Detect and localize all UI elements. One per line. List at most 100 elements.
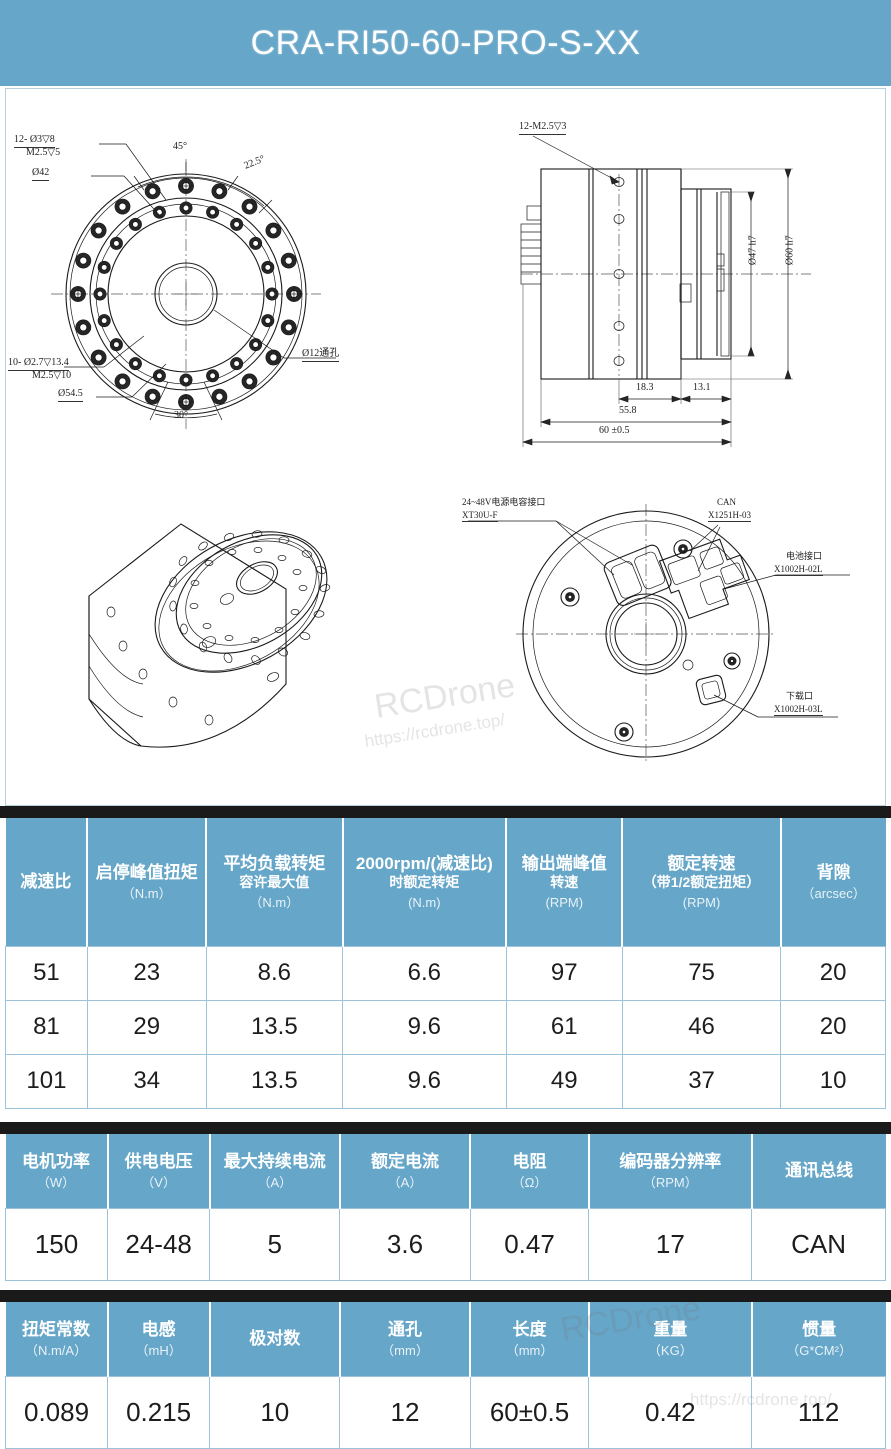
table-row: 101 34 13.5 9.6 49 37 10 bbox=[5, 1053, 886, 1109]
cell: 81 bbox=[5, 999, 88, 1055]
rear-view-svg bbox=[468, 504, 850, 764]
front-dim-12-thread: M2.5▽5 bbox=[26, 147, 61, 158]
front-angle-45: 45° bbox=[173, 141, 187, 152]
reduction-performance-table: 减速比 启停峰值扭矩 （N.m） 平均负载转矩 容许最大值 （N.m） 2000… bbox=[5, 818, 886, 1109]
rear-label-battery: 电池接口 bbox=[786, 551, 823, 561]
side-section-view: 12-M2.5▽3 Ø47 h7 Ø60 h7 18.3 13.1 55.8 6… bbox=[511, 114, 881, 454]
cell: 46 bbox=[621, 999, 782, 1055]
rear-part-download: X1002H-03L bbox=[774, 704, 823, 717]
cell: 12 bbox=[339, 1375, 471, 1449]
cell: 61 bbox=[505, 999, 623, 1055]
front-dim-through-hole: Ø12通孔 bbox=[302, 348, 340, 362]
front-dim-10-holes: 10- Ø2.7▽13.4 bbox=[8, 357, 69, 371]
th-motor-power: 电机功率 （W） bbox=[5, 1134, 109, 1208]
front-dim-10-thread: M2.5▽10 bbox=[32, 370, 72, 381]
cell: 97 bbox=[505, 945, 623, 1001]
rear-part-power: XT30U-F bbox=[462, 510, 498, 523]
th-rated-current: 额定电流 （A） bbox=[338, 1134, 472, 1208]
mechanical-constants-table: 扭矩常数 （N.m/A） 电感 （mH） 极对数 通孔 （mm） bbox=[4, 1302, 886, 1449]
cell: 34 bbox=[86, 1053, 207, 1109]
technical-drawing-panel: 12- Ø3▽8 M2.5▽5 Ø42 45° 22.5° 30° 10- Ø2… bbox=[5, 88, 886, 806]
cell: 0.215 bbox=[107, 1375, 211, 1449]
th-backlash: 背隙 （arcsec） bbox=[779, 818, 886, 946]
separator-bar-top bbox=[0, 806, 891, 818]
iso-view-svg bbox=[88, 523, 331, 748]
th-avg-load-torque: 平均负载转矩 容许最大值 （N.m） bbox=[205, 818, 344, 946]
cell: 6.6 bbox=[342, 945, 507, 1001]
cell: 29 bbox=[86, 999, 207, 1055]
cell: 150 bbox=[4, 1207, 109, 1281]
front-dim-12-holes: 12- Ø3▽8 bbox=[14, 134, 55, 148]
th-length: 长度 （mm） bbox=[469, 1302, 590, 1376]
rear-label-download: 下载口 bbox=[786, 691, 814, 701]
table-row: 81 29 13.5 9.6 61 46 20 bbox=[5, 999, 886, 1055]
cell: 49 bbox=[505, 1053, 623, 1109]
th-weight: 重量 （KG） bbox=[587, 1302, 753, 1376]
front-dim-dia54-5: Ø54.5 bbox=[58, 388, 83, 402]
cell: 13.5 bbox=[205, 1053, 344, 1109]
front-face-view: 12- Ø3▽8 M2.5▽5 Ø42 45° 22.5° 30° 10- Ø2… bbox=[8, 114, 356, 444]
th-through-hole: 通孔 （mm） bbox=[338, 1302, 472, 1376]
cell: 0.089 bbox=[4, 1375, 109, 1449]
table3-header-row: 扭矩常数 （N.m/A） 电感 （mH） 极对数 通孔 （mm） bbox=[5, 1302, 886, 1376]
th-rated-torque-2000rpm: 2000rpm/(减速比) 时额定转矩 (N.m) bbox=[341, 818, 508, 946]
motor-electrical-table: 电机功率 （W） 供电电压 （V） 最大持续电流 （A） 额定电流 （A） bbox=[4, 1134, 886, 1281]
cell: 17 bbox=[588, 1207, 753, 1281]
side-view-svg bbox=[520, 135, 811, 447]
cell: 9.6 bbox=[342, 999, 507, 1055]
cell: 112 bbox=[751, 1375, 886, 1449]
cell: 24-48 bbox=[107, 1207, 211, 1281]
th-max-continuous-current: 最大持续电流 （A） bbox=[208, 1134, 341, 1208]
table1-header-row: 减速比 启停峰值扭矩 （N.m） 平均负载转矩 容许最大值 （N.m） 2000… bbox=[5, 818, 886, 946]
rear-label-power: 24~48V电源电容接口 bbox=[462, 497, 546, 507]
side-dim-12-m25: 12-M2.5▽3 bbox=[519, 121, 567, 135]
th-output-peak-speed: 输出端峰值 转速 (RPM) bbox=[505, 818, 624, 946]
cell: 51 bbox=[5, 945, 88, 1001]
isometric-3d-view bbox=[81, 484, 361, 784]
product-title-bar: CRA-RI50-60-PRO-S-XX bbox=[0, 0, 891, 86]
front-dim-dia42: Ø42 bbox=[32, 167, 50, 181]
cell: 101 bbox=[5, 1053, 88, 1109]
table-row: 0.089 0.215 10 12 60±0.5 0.42 112 bbox=[4, 1375, 886, 1449]
cell: 10 bbox=[209, 1375, 341, 1449]
front-angle-30: 30° bbox=[174, 410, 188, 421]
cell: 5 bbox=[209, 1207, 341, 1281]
side-dim-60: 60 ±0.5 bbox=[599, 425, 630, 436]
rear-part-can: X1251H-03 bbox=[708, 510, 751, 523]
th-peak-torque: 启停峰值扭矩 （N.m） bbox=[86, 818, 208, 946]
cell: 23 bbox=[86, 945, 207, 1001]
cell: 13.5 bbox=[205, 999, 344, 1055]
cell: 9.6 bbox=[342, 1053, 507, 1109]
cell: 20 bbox=[780, 999, 886, 1055]
side-dim-13-1: 13.1 bbox=[693, 382, 711, 393]
separator-bar-mid bbox=[0, 1122, 891, 1134]
side-dim-55-8: 55.8 bbox=[619, 405, 637, 416]
cell: 37 bbox=[621, 1053, 782, 1109]
cell: CAN bbox=[751, 1207, 886, 1281]
cell: 10 bbox=[780, 1053, 886, 1109]
cell: 20 bbox=[780, 945, 886, 1001]
th-torque-constant: 扭矩常数 （N.m/A） bbox=[5, 1302, 109, 1376]
rear-part-battery: X1002H-02L bbox=[774, 564, 823, 577]
cell: 3.6 bbox=[339, 1207, 471, 1281]
side-dim-18-3: 18.3 bbox=[636, 382, 654, 393]
th-inductance: 电感 （mH） bbox=[106, 1302, 211, 1376]
th-resistance: 电阻 （Ω） bbox=[469, 1134, 590, 1208]
cell: 0.42 bbox=[588, 1375, 753, 1449]
cell: 75 bbox=[621, 945, 782, 1001]
table-row: 150 24-48 5 3.6 0.47 17 CAN bbox=[4, 1207, 886, 1281]
page-title: CRA-RI50-60-PRO-S-XX bbox=[250, 23, 641, 62]
side-dim-dia47: Ø47 h7 bbox=[747, 235, 759, 266]
front-view-svg bbox=[51, 143, 336, 429]
th-supply-voltage: 供电电压 （V） bbox=[106, 1134, 211, 1208]
th-pole-pairs: 极对数 bbox=[208, 1302, 341, 1376]
th-reduction-ratio: 减速比 bbox=[5, 818, 89, 946]
th-encoder-resolution: 编码器分辨率 （RPM） bbox=[587, 1134, 753, 1208]
rear-connector-view: 24~48V电源电容接口 XT30U-F CAN X1251H-03 电池接口 … bbox=[446, 479, 876, 789]
side-dim-dia60: Ø60 h7 bbox=[784, 235, 796, 266]
th-inertia: 惯量 （G*CM²） bbox=[750, 1302, 886, 1376]
table2-header-row: 电机功率 （W） 供电电压 （V） 最大持续电流 （A） 额定电流 （A） bbox=[5, 1134, 886, 1208]
rear-label-can: CAN bbox=[717, 497, 737, 507]
cell: 8.6 bbox=[205, 945, 344, 1001]
